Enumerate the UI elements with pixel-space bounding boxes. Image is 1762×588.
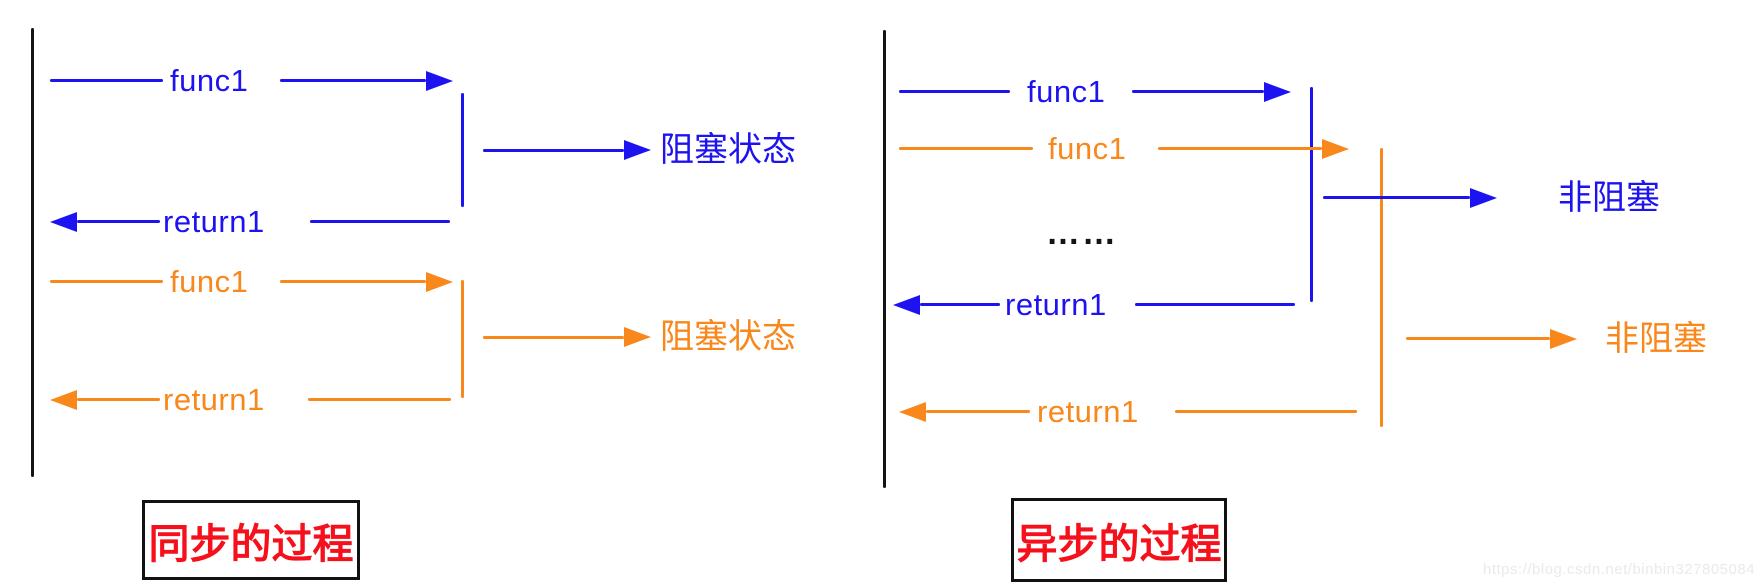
right-return1-blue-line-right	[1135, 303, 1295, 306]
left-blocking-state-orange-label: 阻塞状态	[660, 318, 796, 356]
arrow-right-icon	[1322, 139, 1349, 159]
left-func1-blue-label: func1	[170, 63, 249, 98]
arrow-right-icon	[624, 140, 651, 160]
left-blue-branch-line	[483, 149, 624, 152]
right-return1-orange-line-left	[926, 410, 1030, 413]
right-orange-branch-line	[1406, 337, 1550, 340]
right-return1-blue-line-left	[920, 303, 1000, 306]
left-func1-orange-label: func1	[170, 264, 249, 299]
right-return1-blue-label: return1	[1005, 287, 1107, 322]
left-return1-orange-label: return1	[163, 382, 265, 417]
right-ellipsis: ……	[1046, 214, 1118, 252]
right-func1-blue-label: func1	[1027, 74, 1106, 109]
arrow-right-icon	[1264, 82, 1291, 102]
right-nonblocking-orange-label: 非阻塞	[1605, 320, 1707, 358]
left-return1-orange-line-right	[308, 398, 451, 401]
arrow-right-icon	[624, 327, 651, 347]
right-nonblocking-blue-label: 非阻塞	[1558, 179, 1660, 217]
right-caption-box: 异步的过程	[1011, 498, 1227, 582]
left-func1-orange-line-right	[280, 280, 426, 283]
arrow-right-icon	[426, 71, 453, 91]
left-caption-label: 同步的过程	[148, 521, 354, 567]
right-func1-blue-line-right	[1132, 90, 1264, 93]
left-blue-blocking-bar	[461, 93, 464, 207]
right-blue-bar	[1310, 87, 1313, 302]
arrow-left-icon	[893, 295, 920, 315]
right-func1-orange-line-left	[899, 147, 1033, 150]
left-func1-blue-line-right	[280, 79, 426, 82]
left-return1-blue-line-right	[310, 220, 450, 223]
arrow-left-icon	[899, 402, 926, 422]
arrow-left-icon	[50, 390, 77, 410]
arrow-left-icon	[50, 212, 77, 232]
left-orange-branch-line	[483, 336, 624, 339]
right-caption-label: 异步的过程	[1016, 521, 1222, 567]
right-return1-orange-label: return1	[1037, 394, 1139, 429]
arrow-right-icon	[1470, 188, 1497, 208]
left-return1-blue-label: return1	[163, 204, 265, 239]
left-return1-orange-line-left	[77, 398, 160, 401]
watermark-text: https://blog.csdn.net/binbin327805084	[1483, 561, 1756, 578]
right-timeline	[883, 30, 886, 488]
right-return1-orange-line-right	[1175, 410, 1357, 413]
right-func1-blue-line-left	[899, 90, 1010, 93]
left-func1-orange-line-left	[50, 280, 163, 283]
left-caption-box: 同步的过程	[142, 500, 360, 580]
left-blocking-state-blue-label: 阻塞状态	[660, 131, 796, 169]
left-return1-blue-line-left	[77, 220, 160, 223]
right-func1-orange-label: func1	[1048, 131, 1127, 166]
right-orange-bar	[1380, 148, 1383, 427]
arrow-right-icon	[1550, 329, 1577, 349]
right-blue-branch-line	[1323, 196, 1470, 199]
right-func1-orange-line-right	[1158, 147, 1322, 150]
arrow-right-icon	[426, 272, 453, 292]
left-orange-blocking-bar	[461, 280, 464, 398]
left-func1-blue-line-left	[50, 79, 163, 82]
left-timeline	[31, 28, 34, 477]
